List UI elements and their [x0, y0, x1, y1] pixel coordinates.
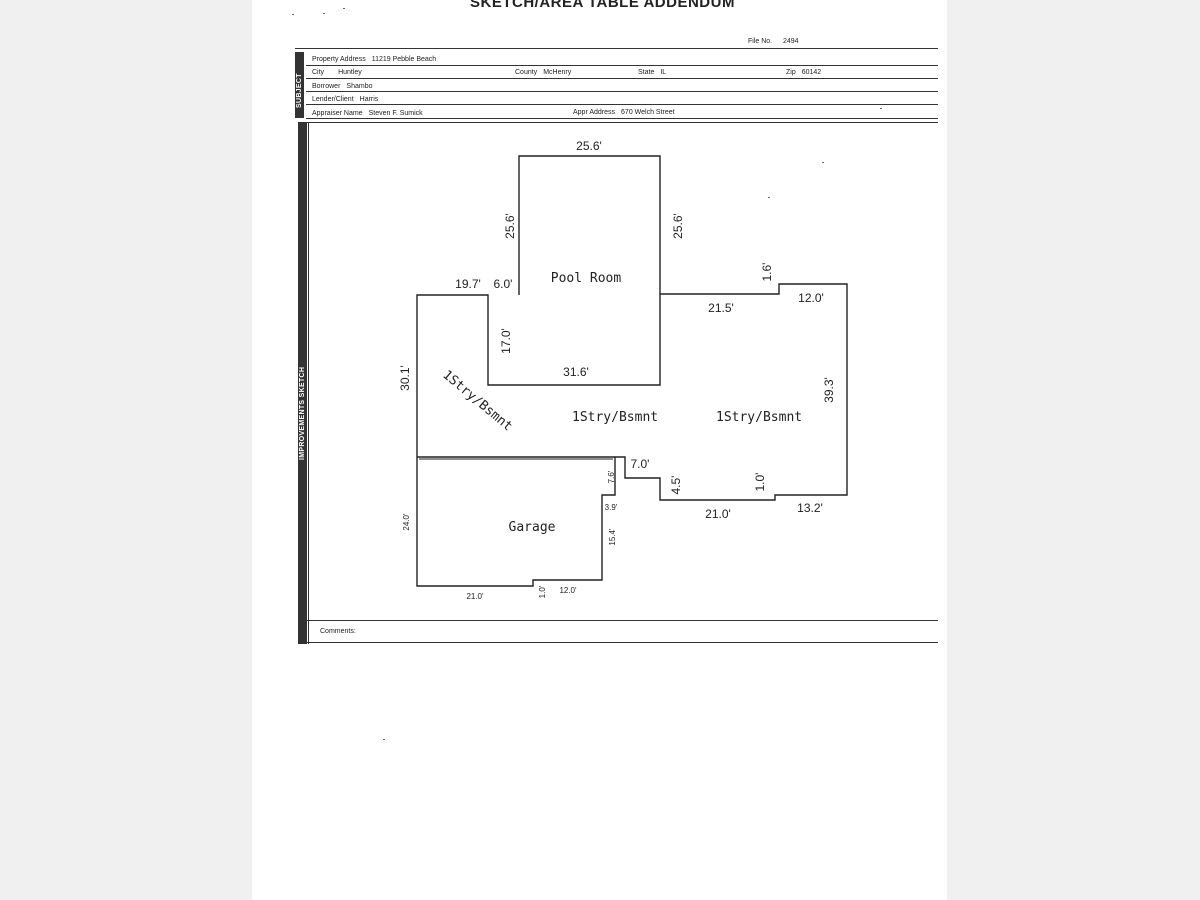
dimension-label: 39.3' — [822, 377, 836, 403]
dimension-label: 19.7' — [455, 277, 481, 291]
form-rule — [306, 104, 938, 105]
subject-section-bar — [295, 52, 304, 118]
dimension-label: 31.6' — [563, 365, 589, 379]
dimension-label: 30.1' — [398, 365, 412, 391]
dimension-label: 25.6' — [576, 139, 602, 153]
scan-speck — [343, 8, 345, 9]
room-label-garage: Garage — [509, 520, 556, 535]
lender-field: Lender/Client Harris — [312, 96, 378, 103]
lender-value: Harris — [359, 96, 379, 103]
appr-address-value: 670 Welch Street — [621, 109, 675, 116]
pool-room-outline — [518, 155, 661, 295]
dimension-label: 1.0' — [753, 473, 767, 492]
garage-outline — [416, 457, 616, 587]
state-label: State — [638, 69, 655, 76]
scan-speck — [822, 162, 824, 163]
form-rule — [306, 118, 938, 119]
form-rule — [306, 642, 938, 643]
form-rule — [306, 122, 938, 123]
scan-speck — [292, 14, 294, 15]
room-label-1stry-left: 1Stry/Bsmnt — [439, 368, 515, 435]
dimension-label: 12.0' — [559, 586, 577, 595]
property-address-field: Property Address 11219 Pebble Beach — [312, 56, 436, 63]
lender-label: Lender/Client — [312, 96, 354, 103]
scan-speck — [768, 197, 770, 198]
dimension-label: 25.6' — [503, 213, 517, 239]
property-address-value: 11219 Pebble Beach — [371, 56, 437, 63]
dimension-label: 1.0' — [538, 585, 547, 598]
appraiser-value: Steven F. Sumick — [368, 110, 423, 117]
appraiser-label: Appraiser Name — [312, 110, 363, 117]
dimension-label: 7.6' — [607, 470, 616, 483]
dimension-label: 21.0' — [466, 592, 484, 601]
dimension-label: 24.0' — [402, 513, 411, 531]
appr-address-field: Appr Address 670 Welch Street — [573, 109, 675, 116]
zip-field: Zip 60142 — [786, 69, 821, 76]
borrower-label: Borrower — [312, 83, 341, 90]
city-value: Huntley — [338, 69, 362, 76]
appraiser-field: Appraiser Name Steven F. Sumick — [312, 110, 423, 117]
comments-label: Comments: — [320, 628, 356, 635]
county-field: County McHenry — [515, 69, 571, 76]
room-label-pool-room: Pool Room — [551, 271, 622, 286]
dimension-label: 1.6' — [760, 263, 774, 282]
form-rule — [306, 65, 938, 66]
file-number-label: File No. — [748, 38, 773, 45]
room-label-1stry-right: 1Stry/Bsmnt — [716, 410, 802, 425]
scan-speck — [383, 739, 385, 740]
scan-speck — [323, 13, 325, 14]
dimension-label: 13.2' — [797, 501, 823, 515]
dimension-label: 25.6' — [671, 213, 685, 239]
appr-address-label: Appr Address — [573, 109, 616, 116]
state-field: State IL — [638, 69, 666, 76]
zip-value: 60142 — [801, 69, 822, 76]
city-label: City — [312, 69, 325, 76]
dimension-label: 4.5' — [669, 476, 683, 495]
form-rule — [306, 620, 938, 621]
form-rule — [306, 91, 938, 92]
dimension-label: 21.5' — [708, 301, 734, 315]
form-rule — [306, 78, 938, 79]
room-label-1stry-center: 1Stry/Bsmnt — [572, 410, 658, 425]
borrower-value: Shambo — [346, 83, 373, 90]
county-label: County — [515, 69, 538, 76]
form-top-rule — [295, 48, 938, 49]
sketch-section-bar — [298, 122, 307, 644]
property-address-label: Property Address — [312, 56, 366, 63]
dimension-label: 17.0' — [499, 328, 513, 354]
document-page — [252, 0, 947, 900]
main-floor-outline — [416, 283, 848, 501]
file-number-value: 2494 — [783, 38, 799, 45]
document-title: SKETCH/AREA TABLE ADDENDUM — [470, 0, 735, 11]
dimension-label: 12.0' — [798, 291, 824, 305]
dimension-label: 15.4' — [608, 528, 617, 546]
state-value: IL — [660, 69, 667, 76]
sketch-left-border — [308, 122, 309, 644]
dimension-label: 21.0' — [705, 507, 731, 521]
dimension-label: 7.0' — [631, 457, 650, 471]
zip-label: Zip — [786, 69, 796, 76]
dimension-label: 6.0' — [494, 277, 513, 291]
city-field: City Huntley — [312, 69, 362, 76]
scan-speck — [880, 108, 882, 109]
borrower-field: Borrower Shambo — [312, 83, 372, 90]
county-value: McHenry — [543, 69, 572, 76]
dimension-label: 3.9' — [605, 503, 618, 512]
